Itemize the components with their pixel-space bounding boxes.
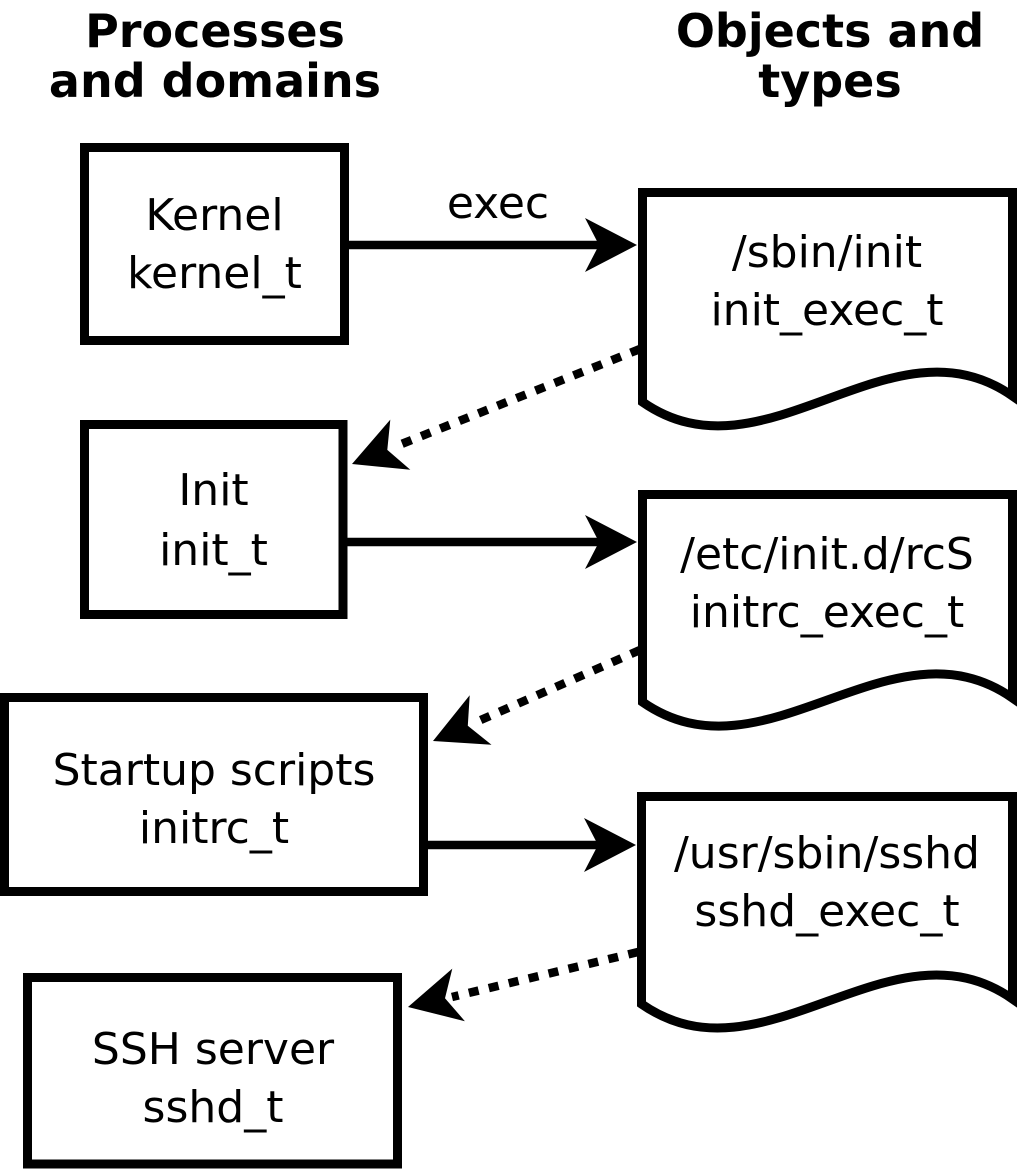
process-node-init-box xyxy=(80,420,348,619)
object-node-usr-sbin-sshd-path: /usr/sbin/sshd xyxy=(674,828,980,879)
edge-dotted-2-line xyxy=(472,646,642,727)
object-node-etc-initd-rcs: /etc/init.d/rcS initrc_exec_t xyxy=(638,490,1017,731)
object-node-usr-sbin-sshd-type: sshd_exec_t xyxy=(694,886,959,937)
edge-sbin-init-to-init xyxy=(352,345,642,470)
left-column-header-line2: and domains xyxy=(49,54,381,108)
process-node-kernel-name: Kernel xyxy=(145,190,283,241)
edge-kernel-to-sbin-init: exec xyxy=(349,178,637,272)
process-node-startup-scripts-box xyxy=(0,693,428,896)
process-node-startup-scripts-name: Startup scripts xyxy=(53,745,376,796)
process-node-kernel: Kernel kernel_t xyxy=(80,143,349,345)
left-column-header-line1: Processes xyxy=(85,4,345,58)
process-node-init-name: Init xyxy=(178,465,248,516)
right-column-header-line1: Objects and xyxy=(676,4,984,58)
edge-startup-to-usr-sbin-sshd xyxy=(428,818,636,872)
process-node-startup-scripts: Startup scripts initrc_t xyxy=(0,693,428,896)
object-node-sbin-init: /sbin/init init_exec_t xyxy=(638,188,1017,431)
arrowhead-dotted-3 xyxy=(408,968,465,1022)
process-node-kernel-box xyxy=(80,143,349,345)
arrowhead-solid-1 xyxy=(585,218,637,272)
process-node-ssh-server-box xyxy=(23,973,402,1169)
arrowhead-dotted-2 xyxy=(433,695,492,745)
object-node-etc-initd-rcs-path: /etc/init.d/rcS xyxy=(680,529,974,580)
object-node-sbin-init-type: init_exec_t xyxy=(710,285,943,336)
edge-init-to-etc-initd-rcs xyxy=(347,515,637,569)
object-node-etc-initd-rcs-shape xyxy=(638,490,1017,731)
process-node-init-type: init_t xyxy=(159,525,268,576)
object-node-usr-sbin-sshd: /usr/sbin/sshd sshd_exec_t xyxy=(637,792,1017,1033)
object-node-usr-sbin-sshd-shape xyxy=(637,792,1017,1033)
edge-dotted-1-line xyxy=(392,345,642,451)
edge-usr-sbin-sshd-to-ssh-server xyxy=(408,947,639,1022)
edge-dotted-3-line xyxy=(451,947,639,1002)
edge-exec-label: exec xyxy=(447,178,549,229)
process-node-init: Init init_t xyxy=(80,420,348,619)
arrowhead-solid-3 xyxy=(584,818,636,872)
process-node-ssh-server-name: SSH server xyxy=(92,1024,335,1075)
object-node-etc-initd-rcs-type: initrc_exec_t xyxy=(690,587,964,638)
process-node-kernel-type: kernel_t xyxy=(127,248,302,299)
right-column-header-line2: types xyxy=(758,54,901,108)
process-node-startup-scripts-type: initrc_t xyxy=(139,803,289,854)
process-node-ssh-server-type: sshd_t xyxy=(143,1082,284,1133)
arrowhead-dotted-1 xyxy=(352,419,411,470)
object-node-sbin-init-shape xyxy=(638,188,1017,431)
object-node-sbin-init-path: /sbin/init xyxy=(732,227,922,278)
arrowhead-solid-2 xyxy=(585,515,637,569)
edge-etc-initd-rcs-to-startup xyxy=(433,646,642,745)
process-node-ssh-server: SSH server sshd_t xyxy=(23,973,402,1169)
